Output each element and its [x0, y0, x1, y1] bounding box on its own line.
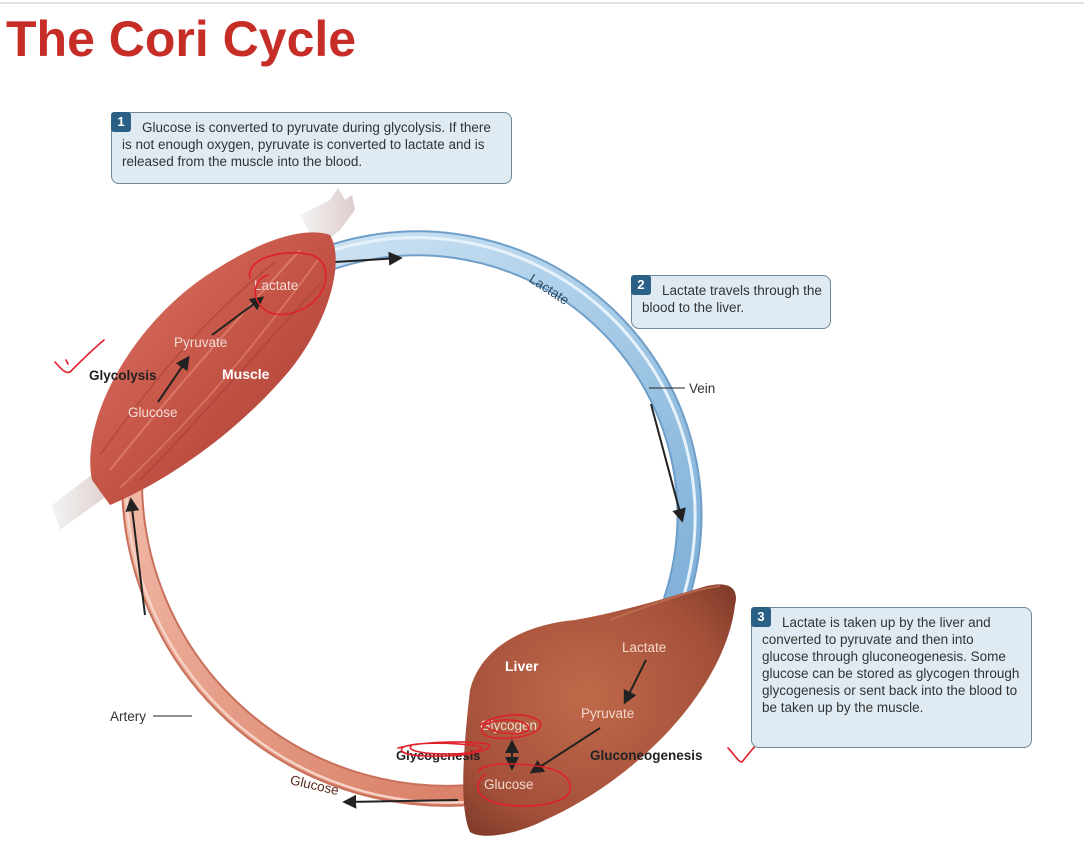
vein-label: Vein: [689, 381, 715, 396]
step-3-badge: 3: [751, 607, 771, 627]
pen-check-left: [54, 339, 105, 374]
artery-label: Artery: [110, 709, 146, 724]
pen-annotations: [54, 251, 809, 807]
step-1-text: Glucose is converted to pyruvate during …: [122, 120, 491, 169]
page-title: The Cori Cycle: [6, 11, 357, 67]
vein-arrow-right: [650, 403, 686, 523]
liver-lactate-label: Lactate: [622, 640, 666, 655]
liver-name-label: Liver: [505, 658, 539, 674]
liver-glucose-label: Glucose: [484, 777, 534, 792]
muscle-pyruvate-label: Pyruvate: [174, 335, 227, 350]
pen-scribble-glycogen: [479, 714, 542, 740]
pen-circle-muscle-lactate: [248, 251, 327, 316]
muscle-arrow-pyruvate-lactate: [211, 296, 265, 336]
step-2-badge: 2: [631, 275, 651, 295]
glycolysis-label: Glycolysis: [89, 368, 157, 383]
step-2-text: Lactate travels through the blood to the…: [642, 283, 822, 315]
muscle-shape: [52, 188, 355, 530]
artery-arrow-left: [125, 497, 146, 616]
muscle-name-label: Muscle: [222, 366, 270, 382]
step-1-callout: 1 Glucose is converted to pyruvate durin…: [111, 112, 512, 184]
vein-arrow-top: [334, 251, 403, 266]
pen-circle-liver-glucose: [477, 763, 572, 807]
step-3-callout: 3 Lactate is taken up by the liver and c…: [751, 607, 1032, 748]
gluconeogenesis-label: Gluconeogenesis: [590, 748, 703, 763]
liver-arrow-pyruvate-glucose: [529, 727, 601, 774]
step-3-text: Lactate is taken up by the liver and con…: [762, 615, 1020, 715]
liver-pyruvate-label: Pyruvate: [581, 706, 634, 721]
muscle-glucose-label: Glucose: [128, 405, 178, 420]
artery-arrow-bottom: [342, 794, 459, 809]
step-2-callout: 2 Lactate travels through the blood to t…: [631, 275, 831, 329]
muscle-lactate-label: Lactate: [254, 278, 298, 293]
muscle-arrow-glucose-pyruvate: [157, 355, 190, 403]
pen-scribble-glycogenesis: [397, 741, 491, 757]
liver-arrow-lactate-pyruvate: [623, 659, 647, 705]
top-divider: [0, 2, 1084, 4]
step-1-badge: 1: [111, 112, 131, 132]
